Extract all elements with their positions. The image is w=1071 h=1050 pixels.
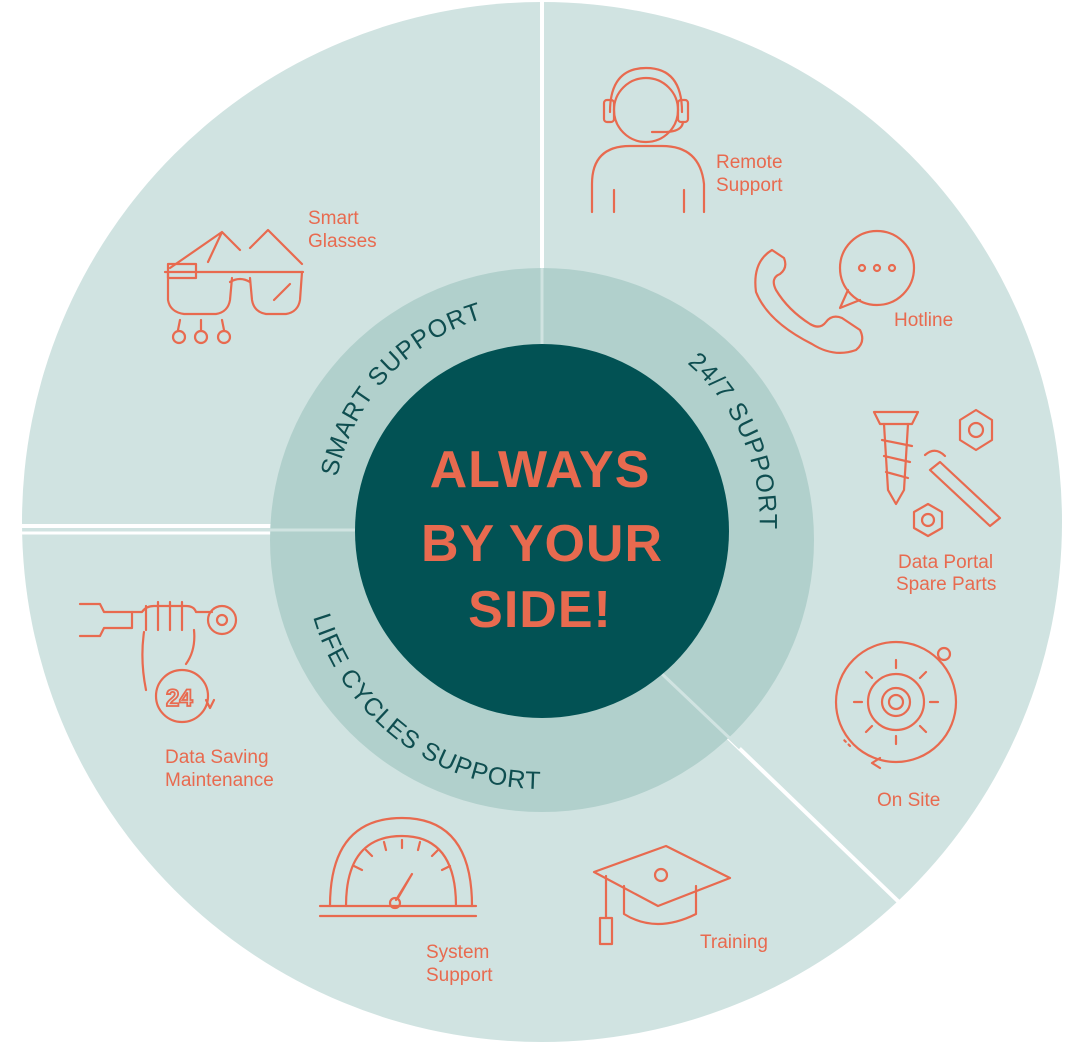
graduation-cap-icon	[592, 844, 732, 946]
training-label: Training	[700, 932, 768, 953]
center-disk	[355, 344, 729, 718]
center-line-3: SIDE!	[468, 581, 612, 639]
center-line-1: ALWAYS	[430, 441, 651, 499]
speedometer-icon	[318, 816, 478, 918]
clock-badge-text: 24	[166, 685, 193, 712]
data-saving-label-1: Data Saving	[165, 747, 269, 768]
wrench-hand-clock-icon	[78, 600, 238, 724]
data-portal-label-1: Data Portal	[898, 552, 993, 573]
smart-glasses-label-1: Smart	[308, 208, 359, 229]
system-support-label-2: Support	[426, 965, 493, 986]
hotline-label: Hotline	[894, 310, 953, 331]
remote-support-label-1: Remote	[716, 152, 783, 173]
data-saving-label-2: Maintenance	[165, 770, 274, 791]
headset-person-icon	[590, 66, 706, 214]
system-support-label-1: System	[426, 942, 489, 963]
gear-cycle-icon	[834, 640, 958, 770]
center-line-2: BY YOUR	[421, 515, 663, 573]
on-site-label: On Site	[877, 790, 940, 811]
smart-glasses-icon	[163, 228, 305, 345]
ring-dividers	[270, 268, 742, 750]
remote-support-label-2: Support	[716, 175, 783, 196]
data-portal-label-2: Spare Parts	[896, 574, 996, 595]
phone-chat-icon	[754, 229, 916, 355]
screws-nuts-icon	[872, 408, 1002, 538]
smart-glasses-label-2: Glasses	[308, 231, 377, 252]
